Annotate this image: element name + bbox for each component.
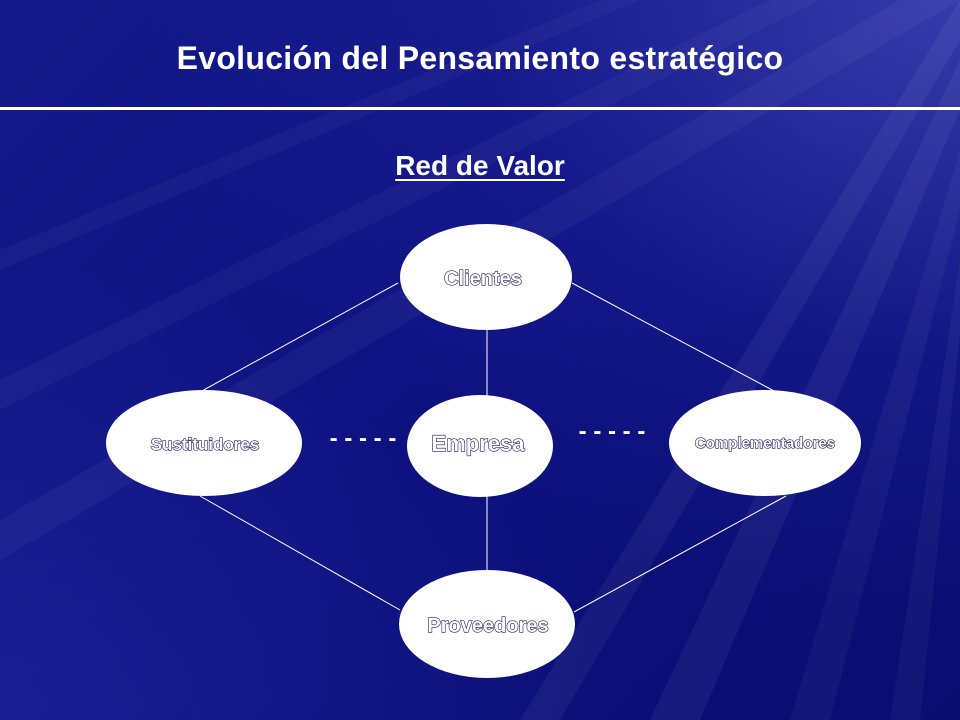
label-empresa: Empresa xyxy=(432,431,526,456)
dashed-connector-right: - - - - - xyxy=(579,418,646,445)
edge-clientes-sustituidores xyxy=(199,282,399,393)
dashed-connector-left: - - - - - xyxy=(330,425,397,452)
label-complementadores: Complementadores xyxy=(695,435,835,452)
label-proveedores: Proveedores xyxy=(427,615,548,637)
slide-subtitle: Red de Valor xyxy=(395,150,565,181)
label-clientes: Clientes xyxy=(444,268,522,290)
node-clientes xyxy=(400,224,572,330)
edge-clientes-complementadores xyxy=(571,282,777,393)
slide-title: Evolución del Pensamiento estratégico xyxy=(176,40,784,76)
node-proveedores xyxy=(399,570,575,678)
node-sustituidores xyxy=(106,390,302,496)
title-divider xyxy=(0,107,960,110)
edge-sustituidores-proveedores xyxy=(199,495,401,611)
edge-complementadores-proveedores xyxy=(573,495,787,613)
node-empresa xyxy=(407,395,553,497)
node-complementadores xyxy=(669,390,861,496)
label-sustituidores: Sustituidores xyxy=(151,435,260,454)
slide-subtitle-container: Red de Valor xyxy=(0,150,960,182)
